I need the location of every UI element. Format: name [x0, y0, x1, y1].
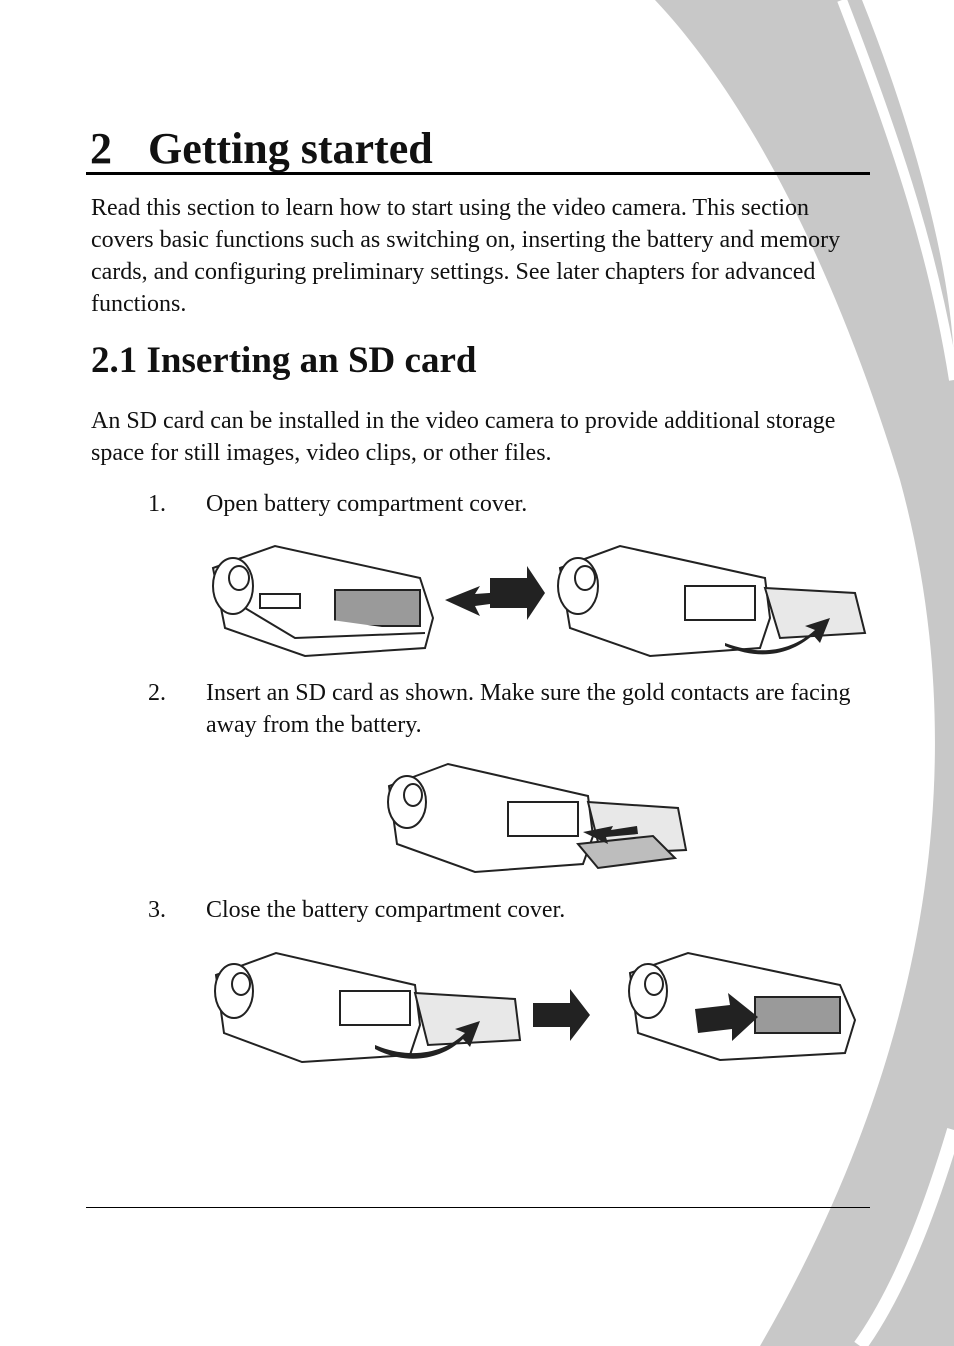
arrow-right-icon — [695, 993, 758, 1041]
chapter-title-text: Getting started — [148, 124, 433, 173]
step-number: 3. — [148, 897, 166, 923]
camera-open-illustration — [557, 544, 867, 658]
camera-closed-illustration — [211, 544, 435, 658]
step-text: Open battery compartment cover. — [206, 491, 528, 517]
arrow-right-icon — [490, 566, 545, 620]
step-number: 2. — [148, 680, 166, 706]
sd-card-icon — [576, 834, 678, 870]
intro-paragraph: Read this section to learn how to start … — [91, 195, 841, 317]
title-underline — [86, 172, 870, 175]
section-intro-paragraph: An SD card can be installed in the video… — [91, 408, 836, 466]
figure-insert-sd-card — [383, 758, 693, 878]
figure-close-cover — [210, 945, 862, 1065]
camera-open-illustration — [214, 951, 522, 1064]
arrow-left-icon — [583, 826, 638, 844]
arrow-right-icon — [533, 989, 590, 1041]
footer-rule — [86, 1207, 870, 1208]
section-title: 2.1 Inserting an SD card — [91, 340, 477, 381]
chapter-number: 2 — [90, 124, 112, 173]
chapter-title: 2 Getting started — [90, 122, 433, 176]
step-number: 1. — [148, 491, 166, 517]
curved-arrow-icon — [725, 618, 830, 655]
step-text: Insert an SD card as shown. Make sure th… — [206, 680, 851, 738]
step-text: Close the battery compartment cover. — [206, 897, 566, 923]
figure-open-cover — [205, 538, 870, 663]
curved-arrow-icon — [375, 1021, 480, 1059]
